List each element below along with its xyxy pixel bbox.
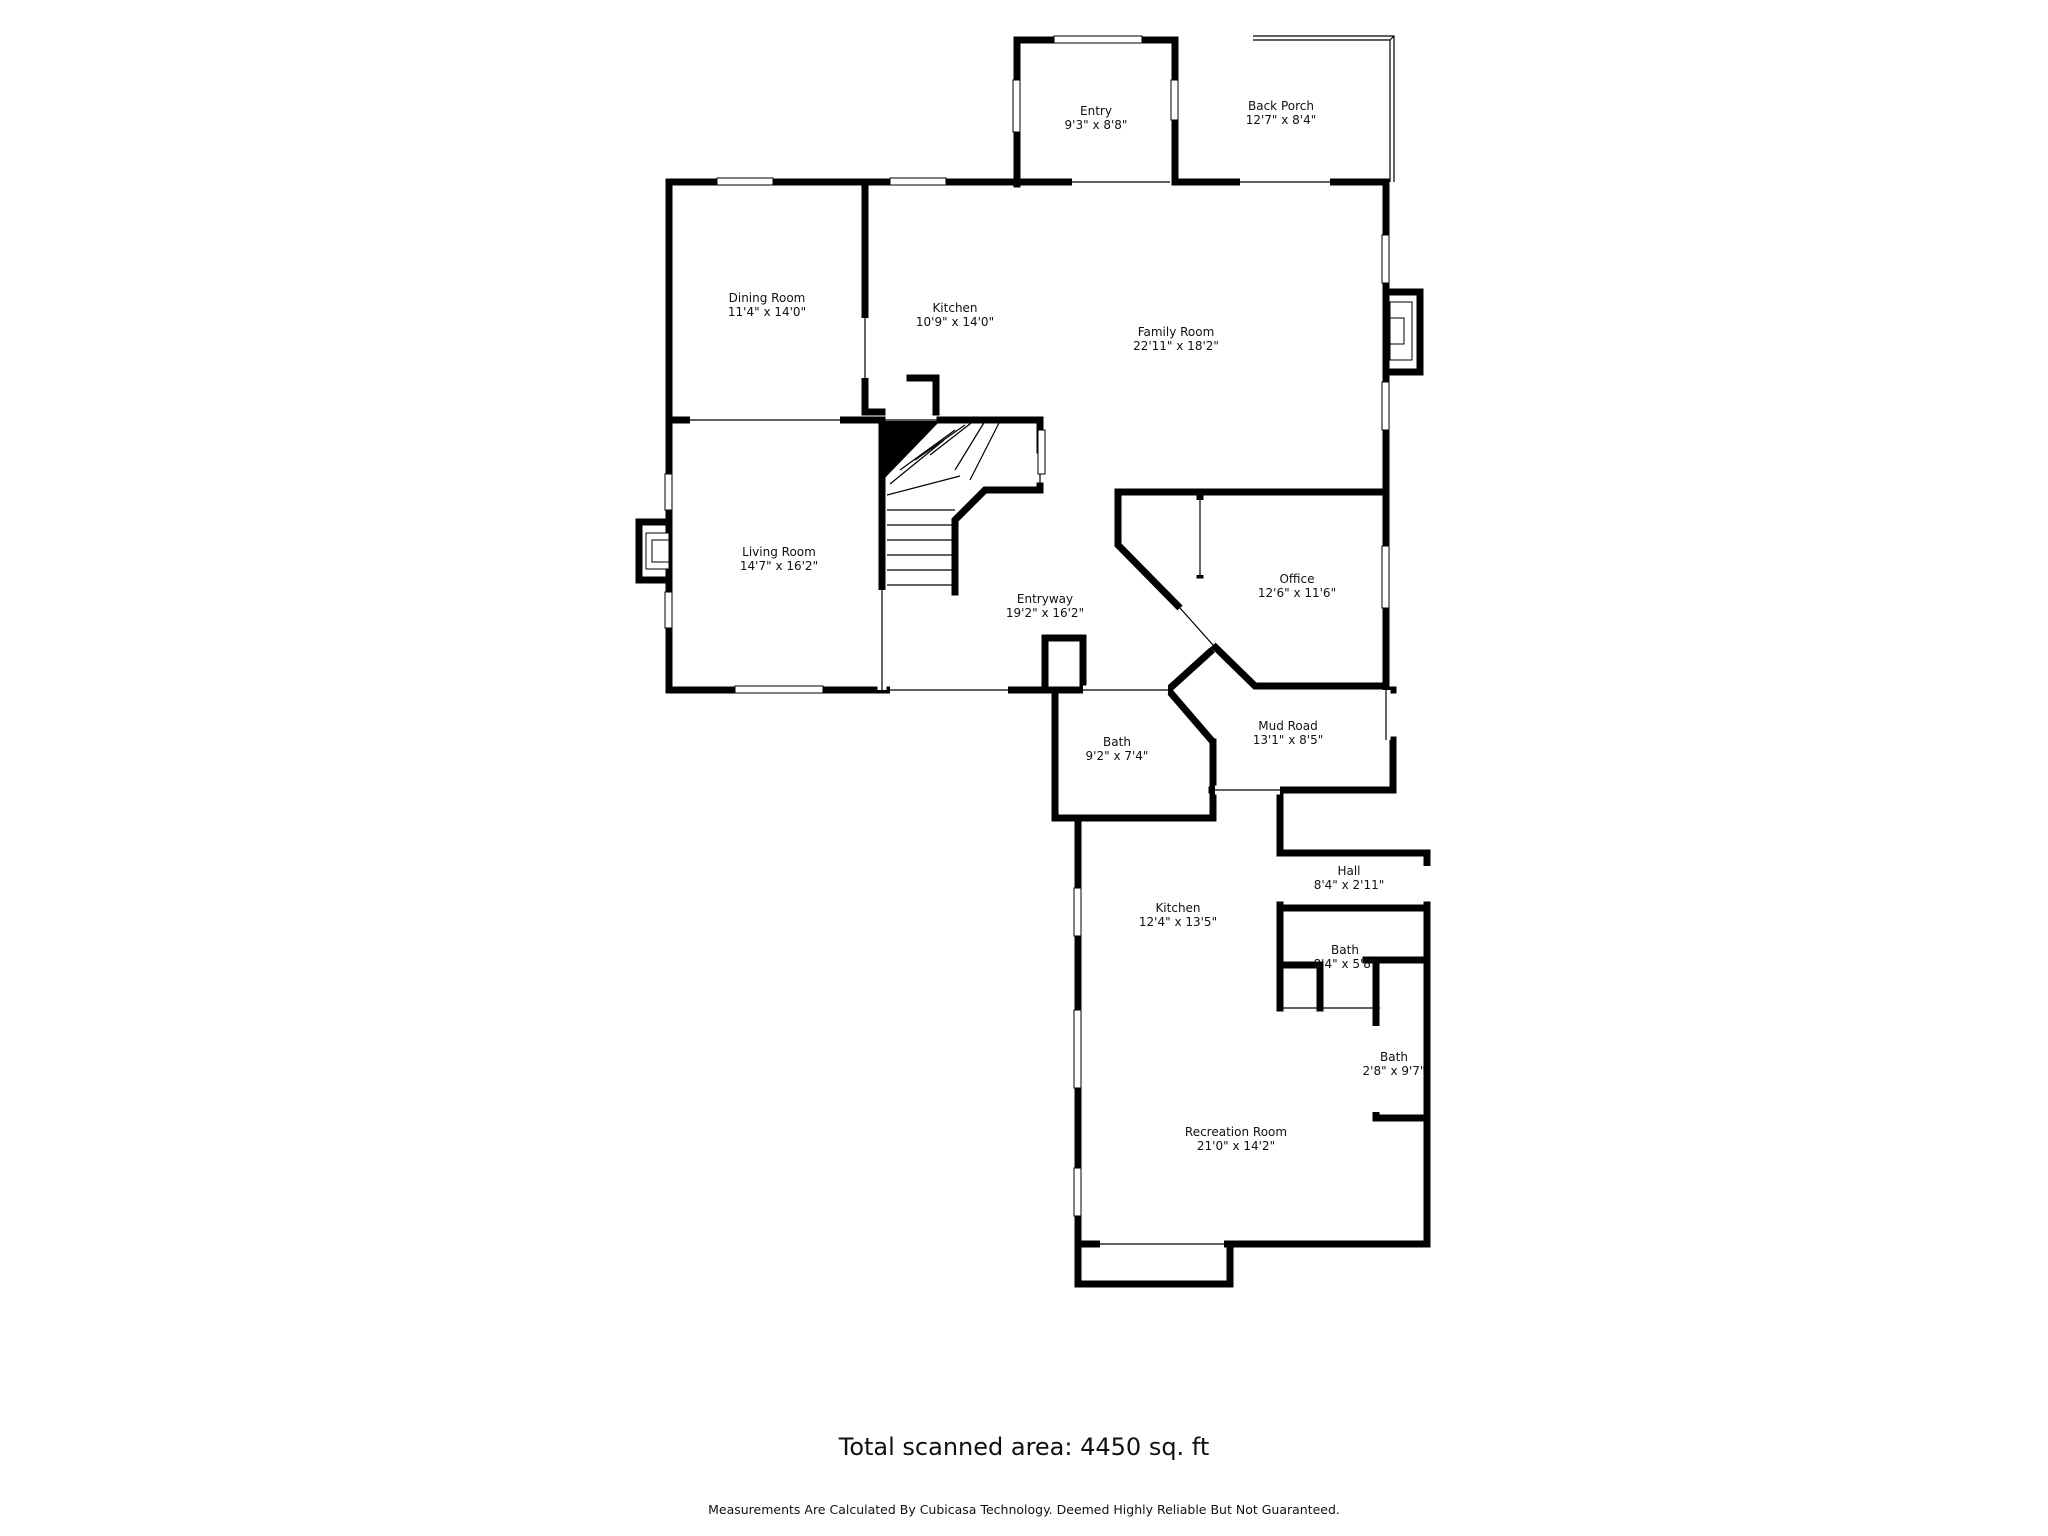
room-dims-bath-main: 9'2" x 7'4": [1086, 749, 1149, 763]
room-name-kitchen-lower: Kitchen: [1155, 901, 1200, 915]
room-dims-mud-road: 13'1" x 8'5": [1253, 733, 1324, 747]
room-dims-hall: 8'4" x 2'11": [1314, 878, 1385, 892]
disclaimer-text: Measurements Are Calculated By Cubicasa …: [708, 1502, 1340, 1517]
windows: [664, 35, 1390, 1217]
room-dims-living-room: 14'7" x 16'2": [740, 559, 818, 573]
door-thresholds: [690, 181, 1387, 1245]
room-dims-kitchen-lower: 12'4" x 13'5": [1139, 915, 1217, 929]
room-dims-kitchen-upper: 10'9" x 14'0": [916, 315, 994, 329]
room-dims-entryway: 19'2" x 16'2": [1006, 606, 1084, 620]
room-name-mud-road: Mud Road: [1258, 719, 1318, 733]
room-name-hall: Hall: [1337, 864, 1360, 878]
room-labels: Entry 9'3" x 8'8" Back Porch 12'7" x 8'4…: [728, 99, 1426, 1153]
room-dims-bath-narrow: 2'8" x 9'7": [1363, 1064, 1426, 1078]
room-name-dining-room: Dining Room: [729, 291, 806, 305]
room-name-living-room: Living Room: [742, 545, 816, 559]
fireplace-left: [635, 518, 673, 584]
walls-porch: [1253, 35, 1395, 182]
room-dims-entry: 9'3" x 8'8": [1065, 118, 1128, 132]
room-dims-recreation-room: 21'0" x 14'2": [1197, 1139, 1275, 1153]
room-name-entryway: Entryway: [1017, 592, 1073, 606]
room-name-family-room: Family Room: [1138, 325, 1215, 339]
room-name-back-porch: Back Porch: [1248, 99, 1314, 113]
room-name-bath-narrow: Bath: [1380, 1050, 1408, 1064]
room-name-kitchen-upper: Kitchen: [932, 301, 977, 315]
room-dims-dining-room: 11'4" x 14'0": [728, 305, 806, 319]
room-dims-back-porch: 12'7" x 8'4": [1246, 113, 1317, 127]
fireplace-right: [1382, 288, 1424, 376]
room-name-bath-small: Bath: [1331, 943, 1359, 957]
walls-main: [665, 36, 1397, 822]
room-dims-office: 12'6" x 11'6": [1258, 586, 1336, 600]
room-name-entry: Entry: [1080, 104, 1112, 118]
room-name-bath-main: Bath: [1103, 735, 1131, 749]
room-dims-bath-small: 8'4" x 5'8": [1314, 957, 1377, 971]
room-name-recreation-room: Recreation Room: [1185, 1125, 1287, 1139]
total-area-text: Total scanned area: 4450 sq. ft: [838, 1433, 1210, 1461]
room-name-office: Office: [1279, 572, 1314, 586]
room-dims-family-room: 22'11" x 18'2": [1133, 339, 1219, 353]
